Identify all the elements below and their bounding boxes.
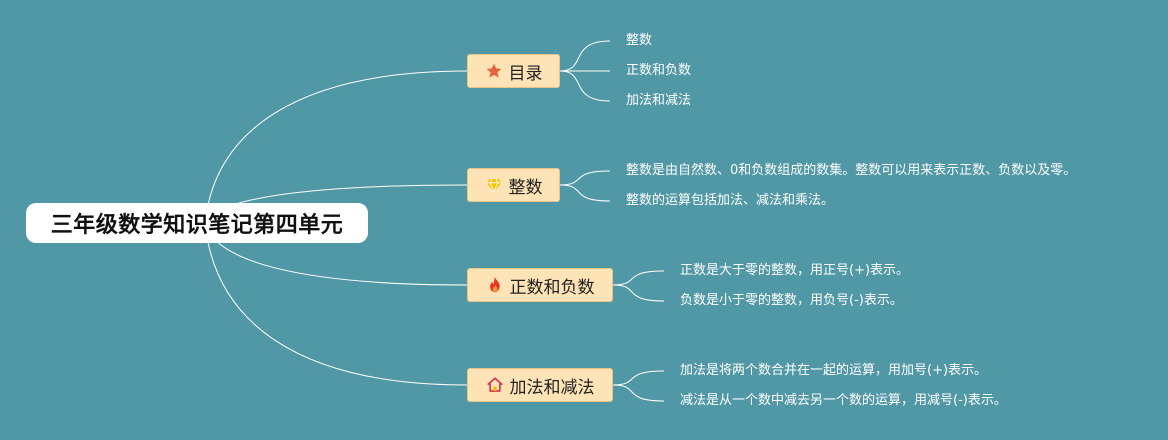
branch-leaf-connector-2-1 [612,284,665,302]
branch-leaf-connector-0-2 [559,70,611,102]
branch-node-integers[interactable]: 整数 [467,168,560,202]
branch-leaf-connector-3-1 [612,384,665,402]
diamond-icon [485,176,503,194]
leaf-text: 整数是由自然数、0和负数组成的数集。整数可以用来表示正数、负数以及零。 [626,163,1077,178]
root-branch-connector-0 [204,70,468,224]
leaf-text: 正数是大于零的整数，用正号(+)表示。 [680,263,910,278]
root-node[interactable]: 三年级数学知识笔记第四单元 [26,203,368,243]
leaf-text: 减法是从一个数中减去另一个数的运算，用减号(-)表示。 [680,393,1007,408]
branch-label: 正数和负数 [509,277,595,298]
root-branch-connector-3 [204,222,468,386]
leaf-text: 加法和减法 [626,93,692,108]
leaf-text: 负数是小于零的整数，用负号(-)表示。 [680,293,903,308]
leaf-text: 整数的运算包括加法、减法和乘法。 [626,193,835,208]
root-title: 三年级数学知识笔记第四单元 [50,213,344,238]
branch-node-addition-subtraction[interactable]: 加法和减法 [467,368,613,402]
branch-label: 加法和减法 [509,377,595,398]
branch-leaf-connector-1-1 [559,184,611,202]
leaf-text: 加法是将两个数合并在一起的运算，用加号(+)表示。 [680,363,988,378]
star-icon [485,62,503,80]
branch-leaf-connector-2-0 [612,270,665,286]
leaf-text: 整数 [626,33,653,48]
fire-icon [486,276,504,294]
branch-label: 整数 [508,177,543,198]
home-icon [486,376,504,394]
branch-leaf-connector-1-0 [559,170,611,186]
leaf-text: 正数和负数 [626,63,692,78]
branch-node-positive-negative[interactable]: 正数和负数 [467,268,613,302]
branch-label: 目录 [508,63,543,84]
branch-leaf-connector-3-0 [612,370,665,386]
branch-leaf-connector-0-0 [559,40,611,72]
branch-node-contents[interactable]: 目录 [467,54,560,88]
